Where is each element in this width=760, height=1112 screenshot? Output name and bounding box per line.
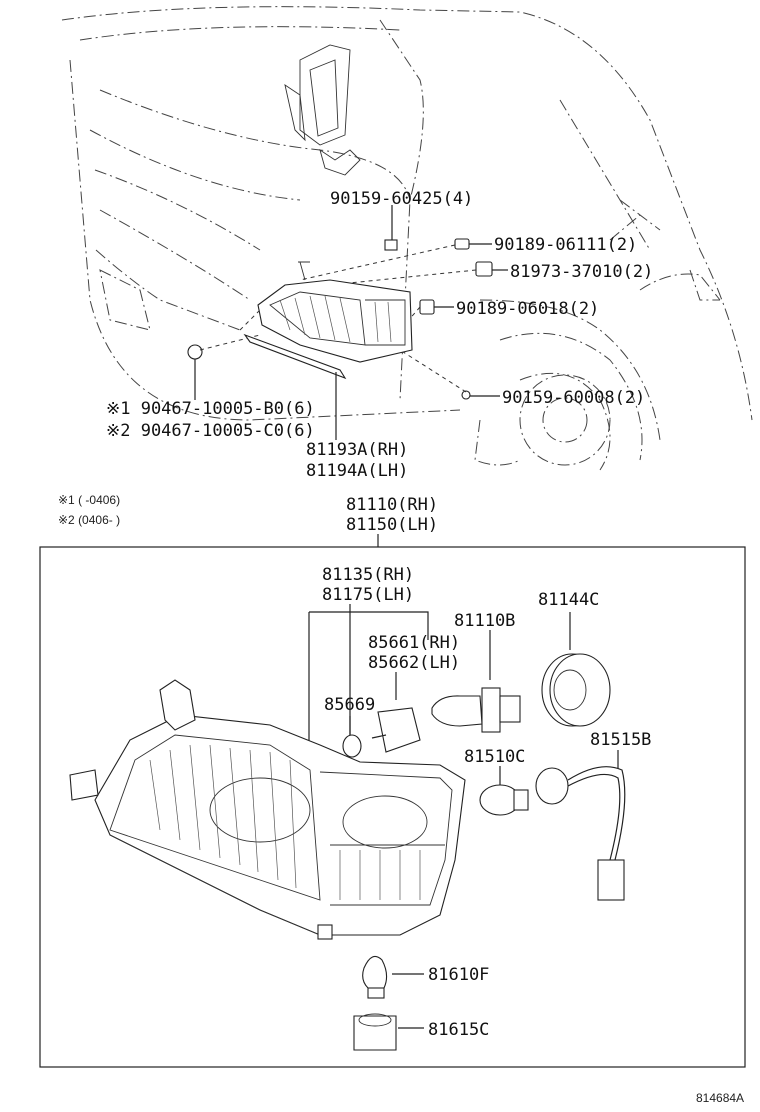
label-90159-60425: 90159-60425(4) xyxy=(330,189,473,209)
label-81973-37010: 81973-37010(2) xyxy=(510,262,653,282)
label-81144c: 81144C xyxy=(538,590,599,610)
leader-lines xyxy=(308,604,619,1029)
bulb-81610f-icon xyxy=(362,955,388,989)
note-1: ※1 ( -0406) xyxy=(58,493,120,507)
bracket-81193a xyxy=(243,333,347,380)
label-81110-rh: 81110(RH) xyxy=(346,495,438,515)
figure-id: 814684A xyxy=(696,1091,744,1105)
clip-90189-06111-icon xyxy=(454,238,470,250)
label-81615c: 81615C xyxy=(428,1020,489,1040)
socket-85661-icon xyxy=(377,707,421,753)
label-81194a: 81194A(LH) xyxy=(306,461,408,481)
label-81175-lh: 81175(LH) xyxy=(322,585,414,605)
label-81515b: 81515B xyxy=(590,730,651,750)
clip-90189-06018-icon xyxy=(419,299,435,315)
bolt-90159-60425-icon xyxy=(384,239,398,251)
headlamp-installed xyxy=(243,261,413,440)
assembly-box xyxy=(39,546,746,1068)
clip-81973-37010-icon xyxy=(475,261,493,277)
label-90467-10005-c0: ※2 90467-10005-C0(6) xyxy=(106,421,315,441)
label-81110b: 81110B xyxy=(454,611,515,631)
label-90189-06018: 90189-06018(2) xyxy=(456,299,599,319)
truck-cab-outline xyxy=(61,6,753,471)
label-90159-60008: 90159-60008(2) xyxy=(502,388,645,408)
headlamp-assembly xyxy=(69,679,466,940)
socket-81515b-icon xyxy=(535,767,569,805)
label-81510c: 81510C xyxy=(464,747,525,767)
screw-90159-60008-icon xyxy=(461,390,471,400)
box-parts xyxy=(342,653,626,1051)
connector-icon xyxy=(597,859,625,901)
label-81150-lh: 81150(LH) xyxy=(346,515,438,535)
label-85661-rh: 85661(RH) xyxy=(368,633,460,653)
clip-90467-10005-icon xyxy=(187,344,203,360)
note-2: ※2 (0406- ) xyxy=(58,513,120,527)
label-90467-10005-b0: ※1 90467-10005-B0(6) xyxy=(106,399,315,419)
label-81135-rh: 81135(RH) xyxy=(322,565,414,585)
label-81193a: 81193A(RH) xyxy=(306,440,408,460)
socket-81615c-icon xyxy=(353,1015,397,1051)
label-81610f: 81610F xyxy=(428,965,489,985)
gasket-85669-icon xyxy=(342,734,362,758)
label-85662-lh: 85662(LH) xyxy=(368,653,460,673)
bulb-81110b-icon xyxy=(431,695,483,727)
label-90189-06111: 90189-06111(2) xyxy=(494,235,637,255)
